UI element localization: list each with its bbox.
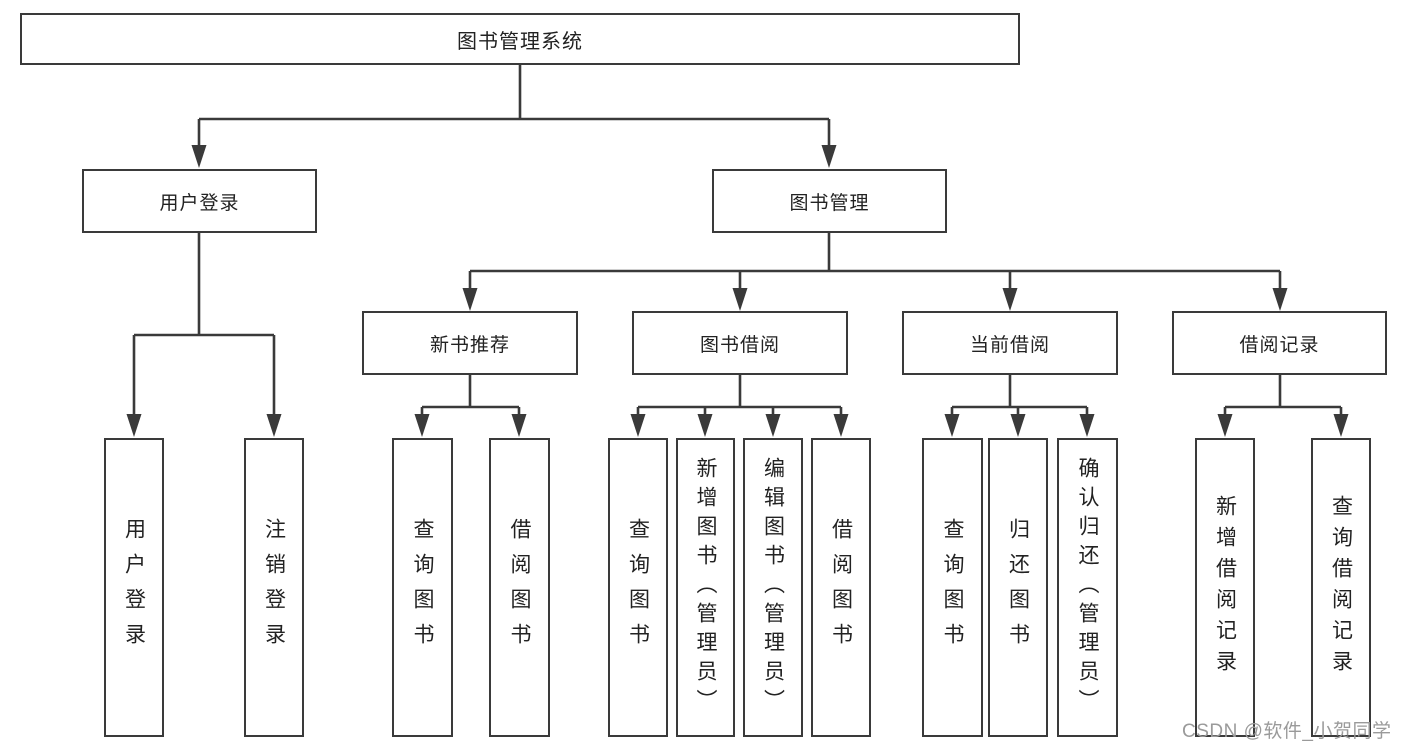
arrowhead — [414, 414, 430, 437]
node-leaf-query-books-1: 查询图书 — [392, 438, 453, 737]
node-leaf-logout: 注销登录 — [244, 438, 304, 737]
node-root-library-system: 图书管理系统 — [20, 13, 1020, 65]
node-current-borrow: 当前借阅 — [902, 311, 1118, 375]
node-leaf-return-books: 归还图书 — [988, 438, 1048, 737]
connector-userlogin-to-children — [126, 233, 282, 437]
arrowhead — [944, 414, 960, 437]
arrowhead — [191, 145, 207, 168]
node-leaf-add-borrow-record: 新增借阅记录 — [1195, 438, 1255, 737]
csdn-watermark: CSDN @软件_小贺同学 — [1182, 721, 1392, 742]
node-leaf-borrow-books-2: 借阅图书 — [811, 438, 871, 737]
connector-borrowrecords-to-children — [1217, 375, 1349, 437]
arrowhead — [821, 145, 837, 168]
arrowhead — [126, 414, 142, 437]
connector-management-to-level2 — [462, 233, 1288, 311]
node-leaf-query-books-3: 查询图书 — [922, 438, 983, 737]
node-borrow-records: 借阅记录 — [1172, 311, 1387, 375]
arrowhead — [1272, 288, 1288, 311]
node-leaf-edit-books-admin: 编辑图书（管理员） — [743, 438, 803, 737]
arrowhead — [462, 288, 478, 311]
arrowhead — [1333, 414, 1349, 437]
arrowhead — [1010, 414, 1026, 437]
node-leaf-user-login: 用户登录 — [104, 438, 164, 737]
connector-currentborrow-to-children — [944, 375, 1095, 437]
node-leaf-query-borrow-record: 查询借阅记录 — [1311, 438, 1371, 737]
node-leaf-confirm-return-admin: 确认归还（管理员） — [1057, 438, 1118, 737]
arrowhead — [732, 288, 748, 311]
node-leaf-add-books-admin: 新增图书（管理员） — [676, 438, 735, 737]
arrowhead — [833, 414, 849, 437]
arrowhead — [1079, 414, 1095, 437]
node-leaf-borrow-books-1: 借阅图书 — [489, 438, 550, 737]
connector-newbooks-to-children — [414, 375, 527, 437]
arrowhead — [1217, 414, 1233, 437]
node-book-management-module: 图书管理 — [712, 169, 947, 233]
arrowhead — [266, 414, 282, 437]
node-user-login-module: 用户登录 — [82, 169, 317, 233]
node-new-book-recommend: 新书推荐 — [362, 311, 578, 375]
arrowhead — [511, 414, 527, 437]
arrowhead — [1002, 288, 1018, 311]
arrowhead — [765, 414, 781, 437]
node-leaf-query-books-2: 查询图书 — [608, 438, 668, 737]
connector-root-to-level1 — [191, 65, 837, 168]
arrowhead — [630, 414, 646, 437]
connector-bookborrow-to-children — [630, 375, 849, 437]
node-book-borrow: 图书借阅 — [632, 311, 848, 375]
arrowhead — [697, 414, 713, 437]
